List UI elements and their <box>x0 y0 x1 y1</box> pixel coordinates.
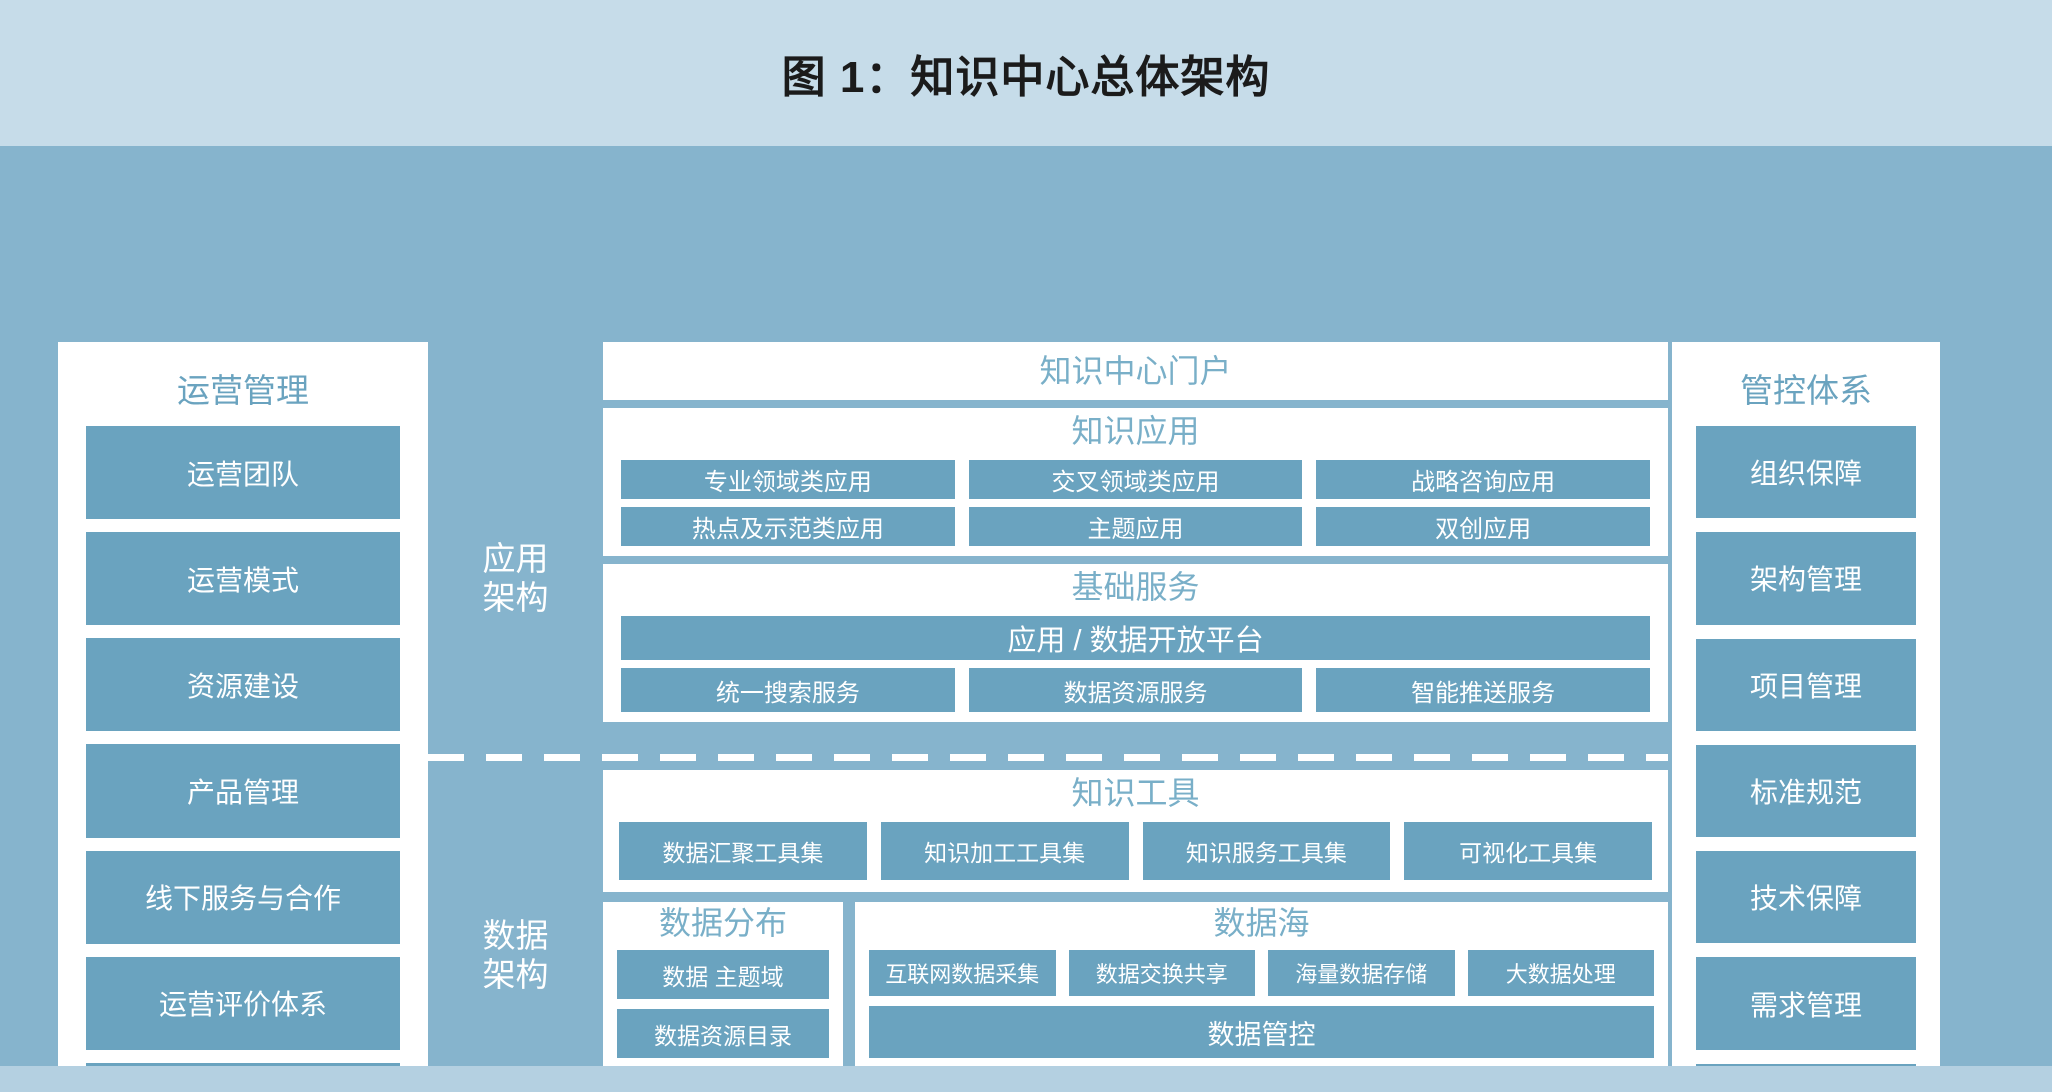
operations-management-list: 运营团队 运营模式 资源建设 产品管理 线下服务与合作 运营评价体系 运营管理平… <box>58 426 428 1092</box>
header-band: 图 1：知识中心总体架构 <box>0 0 2052 146</box>
application-item[interactable]: 热点及示范类应用 <box>621 507 955 546</box>
data-distribution-title: 数据分布 <box>658 905 787 941</box>
data-distribution-list: 数据 主题域 数据资源目录 <box>617 950 829 1058</box>
knowledge-tools-panel: 知识工具 数据汇聚工具集 知识加工工具集 知识服务工具集 可视化工具集 <box>603 770 1668 892</box>
knowledge-tools-grid: 数据汇聚工具集 知识加工工具集 知识服务工具集 可视化工具集 <box>619 822 1652 880</box>
knowledge-tools-title: 知识工具 <box>1071 775 1200 811</box>
list-item[interactable]: 产品管理 <box>86 744 400 838</box>
data-sea-grid: 互联网数据采集 数据交换共享 海量数据存储 大数据处理 <box>869 950 1654 996</box>
governance-system-list: 组织保障 架构管理 项目管理 标准规范 技术保障 需求管理 运维管理 <box>1672 426 1940 1092</box>
service-item[interactable]: 数据资源服务 <box>968 668 1303 712</box>
data-architecture-label-line1: 数据 <box>482 917 549 955</box>
application-item[interactable]: 战略咨询应用 <box>1316 460 1650 499</box>
center-region: 应用 架构 数据 架构 技术架构 知识中心门户 知识应用 <box>428 342 1668 1092</box>
basic-services-grid: 统一搜索服务 数据资源服务 智能推送服务 <box>621 668 1650 712</box>
list-item[interactable]: 运营团队 <box>86 426 400 520</box>
list-item[interactable]: 线下服务与合作 <box>86 850 400 944</box>
basic-services-title: 基础服务 <box>1071 569 1200 605</box>
list-item[interactable]: 技术保障 <box>1696 851 1916 944</box>
application-item[interactable]: 专业领域类应用 <box>621 460 955 499</box>
list-item[interactable]: 运营评价体系 <box>86 956 400 1050</box>
operations-management-heading: 运营管理 <box>177 372 309 409</box>
tool-item[interactable]: 知识加工工具集 <box>880 822 1129 880</box>
data-distribution-item[interactable]: 数据 主题域 <box>617 950 829 999</box>
list-item[interactable]: 项目管理 <box>1696 638 1916 731</box>
list-item[interactable]: 标准规范 <box>1696 744 1916 838</box>
layer-separator-application-data <box>428 754 1668 761</box>
tool-item[interactable]: 知识服务工具集 <box>1142 822 1391 880</box>
service-item[interactable]: 统一搜索服务 <box>621 668 955 712</box>
data-sea-title: 数据海 <box>1213 905 1310 941</box>
governance-system-heading: 管控体系 <box>1740 372 1872 409</box>
data-governance-item[interactable]: 数据管控 <box>869 1006 1654 1058</box>
knowledge-center-portal-title: 知识中心门户 <box>1039 353 1232 389</box>
application-item[interactable]: 交叉领域类应用 <box>968 460 1303 499</box>
basic-services-panel: 基础服务 应用 / 数据开放平台 统一搜索服务 数据资源服务 智能推送服务 <box>603 564 1668 722</box>
list-item[interactable]: 运营模式 <box>86 532 400 626</box>
open-platform-item[interactable]: 应用 / 数据开放平台 <box>621 616 1650 660</box>
list-item[interactable]: 组织保障 <box>1696 426 1916 519</box>
application-architecture-label-line1: 应用 <box>482 540 549 578</box>
knowledge-center-portal-panel: 知识中心门户 <box>603 342 1668 400</box>
data-sea-item[interactable]: 互联网数据采集 <box>869 950 1056 996</box>
tool-item[interactable]: 数据汇聚工具集 <box>619 822 867 880</box>
list-item[interactable]: 需求管理 <box>1696 957 1916 1050</box>
diagram-canvas: 运营管理 运营团队 运营模式 资源建设 产品管理 线下服务与合作 运营评价体系 … <box>0 146 2052 1092</box>
data-sea-item[interactable]: 大数据处理 <box>1467 950 1654 996</box>
data-sea-item[interactable]: 海量数据存储 <box>1268 950 1455 996</box>
data-architecture-label-line2: 架构 <box>482 956 549 993</box>
page-title: 图 1：知识中心总体架构 <box>781 53 1271 102</box>
data-architecture-label: 数据 架构 <box>428 866 603 1046</box>
service-item[interactable]: 智能推送服务 <box>1316 668 1650 712</box>
application-architecture-label: 应用 架构 <box>428 474 603 684</box>
application-architecture-label-line2: 架构 <box>482 579 549 616</box>
footer-band <box>0 1066 2052 1092</box>
operations-management-panel: 运营管理 运营团队 运营模式 资源建设 产品管理 线下服务与合作 运营评价体系 … <box>58 342 428 1092</box>
application-item[interactable]: 主题应用 <box>968 507 1303 546</box>
knowledge-applications-grid: 专业领域类应用 交叉领域类应用 战略咨询应用 热点及示范类应用 主题应用 双创应… <box>621 460 1650 546</box>
application-item[interactable]: 双创应用 <box>1316 507 1650 546</box>
list-item[interactable]: 资源建设 <box>86 638 400 732</box>
tool-item[interactable]: 可视化工具集 <box>1404 822 1652 880</box>
knowledge-applications-panel: 知识应用 专业领域类应用 交叉领域类应用 战略咨询应用 热点及示范类应用 主题应… <box>603 408 1668 556</box>
data-sea-item[interactable]: 数据交换共享 <box>1068 950 1255 996</box>
knowledge-applications-title: 知识应用 <box>1071 413 1200 449</box>
data-distribution-panel: 数据分布 数据 主题域 数据资源目录 <box>603 902 843 1068</box>
data-distribution-item[interactable]: 数据资源目录 <box>617 1009 829 1058</box>
list-item[interactable]: 架构管理 <box>1696 532 1916 625</box>
data-sea-panel: 数据海 互联网数据采集 数据交换共享 海量数据存储 大数据处理 数据管控 <box>855 902 1668 1068</box>
governance-system-panel: 管控体系 组织保障 架构管理 项目管理 标准规范 技术保障 需求管理 运维管理 <box>1672 342 1940 1092</box>
